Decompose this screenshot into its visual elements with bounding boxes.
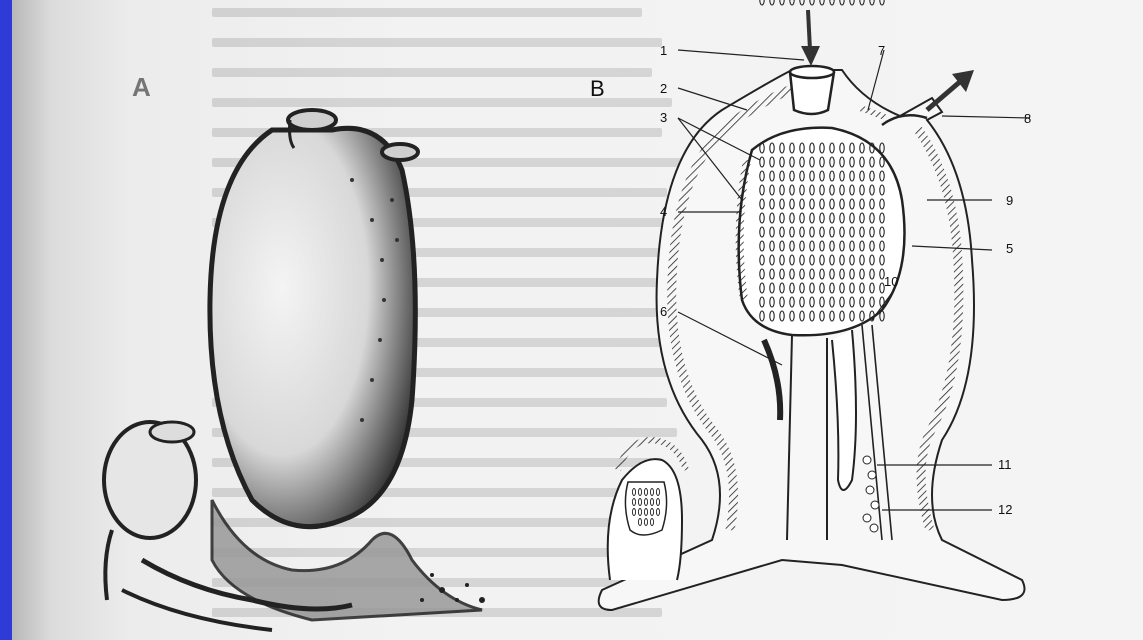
label-4: 4: [660, 204, 667, 219]
label-3: 3: [660, 110, 667, 125]
label-11: 11: [998, 457, 1012, 472]
label-8: 8: [1024, 111, 1031, 126]
large-ascidian-a: [122, 110, 485, 630]
scanned-page: A B 1 2 3 4 5 6 7 8 9 10 11 12: [12, 0, 1143, 640]
label-5: 5: [1006, 241, 1013, 256]
panel-b-diagram: [582, 0, 1143, 640]
label-7: 7: [878, 43, 885, 58]
panel-b-label: B: [590, 76, 605, 102]
small-ascidian-a: [104, 422, 196, 600]
label-9: 9: [1006, 193, 1013, 208]
label-12: 12: [998, 502, 1012, 517]
inflow-arrow: [801, 10, 820, 66]
panel-a-illustration: [12, 0, 572, 640]
label-10: 10: [884, 274, 898, 289]
panel-a-label: A: [132, 72, 151, 103]
label-2: 2: [660, 81, 667, 96]
label-6: 6: [660, 304, 667, 319]
outflow-arrow: [927, 70, 974, 110]
small-bud-b: [608, 440, 686, 580]
label-1: 1: [660, 43, 667, 58]
buccal-siphon: [790, 66, 834, 114]
